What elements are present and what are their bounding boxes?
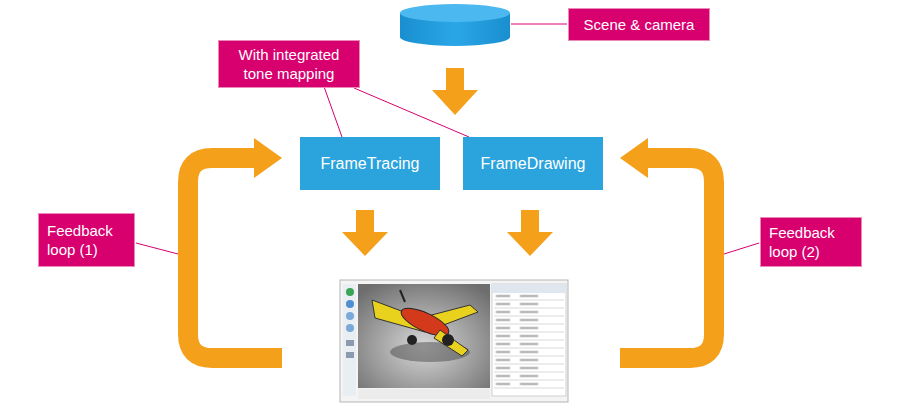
callout-box: Feedback loop (2)	[760, 217, 862, 267]
box-text: With integrated tone mapping	[227, 45, 351, 83]
leader-line	[511, 24, 567, 25]
callout-box: Feedback loop (1)	[38, 213, 135, 267]
leader-line	[325, 88, 343, 137]
leader-line	[136, 243, 178, 254]
edge-layer	[325, 88, 470, 137]
callout-box: With integrated tone mapping	[218, 40, 360, 88]
screenshot	[340, 280, 568, 402]
box-text: Feedback loop (2)	[769, 223, 853, 261]
box-text: Feedback loop (1)	[47, 221, 126, 259]
leader-line	[724, 243, 759, 254]
box-text: FrameDrawing	[481, 154, 586, 174]
leader-line	[354, 88, 469, 137]
callout-box: Scene & camera	[568, 8, 710, 41]
process-box: FrameDrawing	[463, 137, 603, 190]
box-text: Scene & camera	[584, 15, 695, 34]
process-box: FrameTracing	[300, 137, 440, 190]
database-cylinder	[400, 4, 510, 46]
box-text: FrameTracing	[321, 154, 420, 174]
